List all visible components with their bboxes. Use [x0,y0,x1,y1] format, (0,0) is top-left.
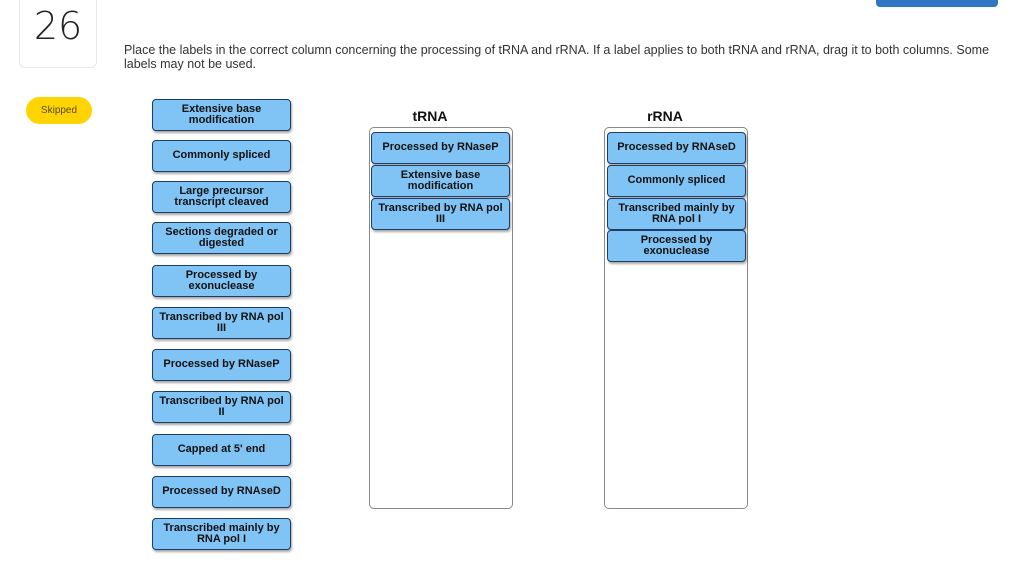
bank-label[interactable]: Transcribed by RNA pol III [152,307,291,339]
rrna-placed-label[interactable]: Processed by exonuclease [607,230,746,262]
rrna-column-title: rRNA [647,108,683,124]
trna-placed-label[interactable]: Processed by RNaseP [371,132,510,164]
rrna-placed-label[interactable]: Processed by RNAseD [607,132,746,164]
question-number-box: 26 [19,0,97,68]
bank-label[interactable]: Transcribed mainly by RNA pol I [152,518,291,550]
question-number: 26 [33,4,83,48]
trna-column-title: tRNA [412,108,448,124]
bank-label[interactable]: Processed by RNAseD [152,476,291,508]
bank-label[interactable]: Processed by RNaseP [152,349,291,381]
rrna-placed-label[interactable]: Transcribed mainly by RNA pol I [607,198,746,230]
bank-label[interactable]: Sections degraded or digested [152,222,291,254]
status-badge: Skipped [26,97,92,124]
question-instructions: Place the labels in the correct column c… [124,43,990,71]
bank-label[interactable]: Large precursor transcript cleaved [152,181,291,213]
bank-label[interactable]: Commonly spliced [152,140,291,172]
bank-label[interactable]: Extensive base modification [152,99,291,131]
bank-label[interactable]: Processed by exonuclease [152,265,291,297]
rrna-placed-label[interactable]: Commonly spliced [607,165,746,197]
bank-label[interactable]: Transcribed by RNA pol II [152,391,291,423]
bank-label[interactable]: Capped at 5' end [152,434,291,466]
top-action-button[interactable] [876,0,998,7]
trna-placed-label[interactable]: Transcribed by RNA pol III [371,198,510,230]
trna-placed-label[interactable]: Extensive base modification [371,165,510,197]
